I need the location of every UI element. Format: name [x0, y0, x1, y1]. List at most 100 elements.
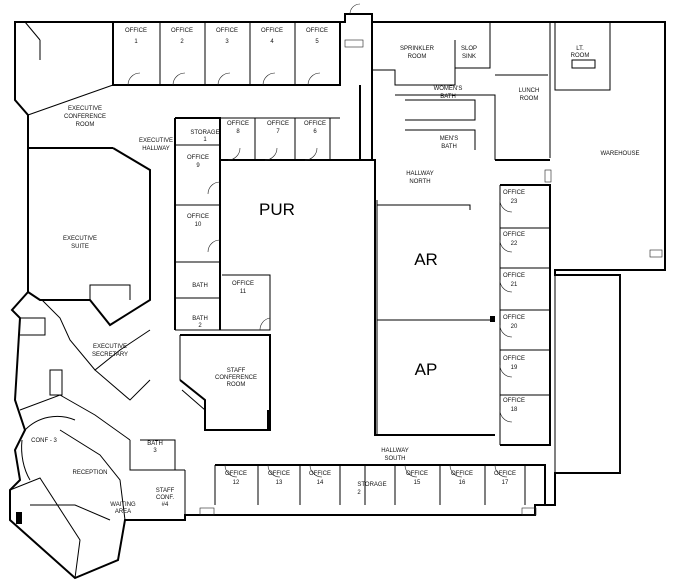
- office-16-number: 16: [459, 480, 466, 486]
- lt-room-label-1: LT.: [576, 46, 584, 52]
- conf-3-label: CONF - 3: [31, 438, 57, 444]
- lunch-room-label-2: ROOM: [520, 96, 539, 102]
- exec-secretary-label-1: EXECUTIVE: [93, 344, 127, 350]
- office-6-label: OFFICE: [304, 121, 326, 127]
- north-core: [371, 21, 611, 161]
- womens-bath-label-1: WOMEN'S: [434, 86, 463, 92]
- exec-hallway-label-1: EXECUTIVE: [139, 138, 173, 144]
- sprinkler-room-label-2: ROOM: [408, 54, 427, 60]
- exec-conf-label-1: EXECUTIVE: [68, 106, 102, 112]
- office-12-number: 12: [233, 480, 240, 486]
- staff-conf-4-label-2: CONF.: [156, 495, 174, 501]
- staff-conf-4-label-3: #4: [162, 502, 169, 508]
- warehouse-label: WAREHOUSE: [600, 151, 639, 157]
- office-11-number: 11: [240, 289, 247, 295]
- storage-1-label: STORAGE: [190, 130, 219, 136]
- exec-suite-label-1: EXECUTIVE: [63, 236, 97, 242]
- exec-conf-label-2: CONFERENCE: [64, 114, 106, 120]
- office-13-number: 13: [276, 480, 283, 486]
- office-21-number: 21: [511, 282, 518, 288]
- storage-2-number: 2: [357, 490, 361, 496]
- staff-conference-label-3: ROOM: [227, 382, 246, 388]
- office-22-number: 22: [511, 241, 518, 247]
- office-2-label: OFFICE: [171, 28, 193, 34]
- office-17-number: 17: [502, 480, 509, 486]
- staff-conf-4-label-1: STAFF: [156, 488, 175, 494]
- south-office-row: [199, 249, 663, 516]
- office-16-label: OFFICE: [451, 471, 473, 477]
- office-10-label: OFFICE: [187, 214, 209, 220]
- central-left-rooms: [174, 85, 361, 431]
- office-9-label: OFFICE: [187, 155, 209, 161]
- slop-sink-label-2: SINK: [462, 54, 476, 60]
- office-18-number: 18: [511, 407, 518, 413]
- office-1-label: OFFICE: [125, 28, 147, 34]
- top-office-row: [112, 22, 364, 86]
- office-11-label: OFFICE: [232, 281, 254, 287]
- office-10-number: 10: [195, 222, 202, 228]
- hallway-south-label-2: SOUTH: [385, 456, 406, 462]
- waiting-area-label-1: WAITING: [110, 502, 136, 508]
- office-8-label: OFFICE: [227, 121, 249, 127]
- pur-label: PUR: [259, 200, 295, 219]
- office-15-number: 15: [414, 480, 421, 486]
- office-21-label: OFFICE: [503, 273, 525, 279]
- office-18-label: OFFICE: [503, 398, 525, 404]
- open-areas: [360, 159, 495, 436]
- office-7-number: 7: [276, 129, 280, 135]
- office-22-label: OFFICE: [503, 232, 525, 238]
- office-14-label: OFFICE: [309, 471, 331, 477]
- office-9-number: 9: [196, 163, 200, 169]
- office-3-label: OFFICE: [216, 28, 238, 34]
- office-5-number: 5: [315, 39, 319, 45]
- bath-2-label: BATH: [192, 316, 208, 322]
- exec-hallway-label-2: HALLWAY: [142, 146, 170, 152]
- hallway-north-label-2: NORTH: [409, 179, 430, 185]
- staff-conference-label-2: CONFERENCE: [215, 375, 257, 381]
- staff-conference-label-1: STAFF: [227, 368, 246, 374]
- exec-secretary-label-2: SECRETARY: [92, 352, 128, 358]
- office-19-number: 19: [511, 365, 518, 371]
- office-12-label: OFFICE: [225, 471, 247, 477]
- office-23-label: OFFICE: [503, 190, 525, 196]
- ap-label: AP: [415, 360, 438, 379]
- office-20-label: OFFICE: [503, 315, 525, 321]
- office-4-number: 4: [270, 39, 274, 45]
- storage-1-number: 1: [203, 137, 207, 143]
- mens-bath-label-1: MEN'S: [440, 136, 458, 142]
- exec-conf-label-3: ROOM: [76, 122, 95, 128]
- office-20-number: 20: [511, 324, 518, 330]
- office-19-label: OFFICE: [503, 356, 525, 362]
- bath-3-label: BATH: [147, 441, 163, 447]
- office-14-number: 14: [317, 480, 324, 486]
- ar-label: AR: [414, 250, 438, 269]
- executive-area: [9, 21, 186, 579]
- east-office-column: [499, 169, 552, 446]
- reception-label: RECEPTION: [72, 470, 107, 476]
- office-1-number: 1: [134, 39, 138, 45]
- office-3-number: 3: [225, 39, 229, 45]
- room-labels: OFFICE 1 OFFICE 2 OFFICE 3 OFFICE 4 OFFI…: [31, 28, 639, 515]
- office-5-label: OFFICE: [306, 28, 328, 34]
- lunch-room-label-1: LUNCH: [519, 88, 540, 94]
- exec-suite-label-2: SUITE: [71, 244, 89, 250]
- office-17-label: OFFICE: [494, 471, 516, 477]
- office-4-label: OFFICE: [261, 28, 283, 34]
- office-7-label: OFFICE: [267, 121, 289, 127]
- slop-sink-label-1: SLOP: [461, 46, 477, 52]
- office-6-number: 6: [313, 129, 317, 135]
- office-13-label: OFFICE: [268, 471, 290, 477]
- building-outline: [9, 13, 666, 580]
- office-2-number: 2: [180, 39, 184, 45]
- office-15-label: OFFICE: [406, 471, 428, 477]
- storage-2-label: STORAGE: [357, 482, 386, 488]
- waiting-area-label-2: AREA: [115, 509, 131, 515]
- lt-room-label-2: ROOM: [571, 53, 590, 59]
- hallway-north-label-1: HALLWAY: [406, 171, 434, 177]
- door-swings: [127, 3, 513, 478]
- bath-1-label: BATH: [192, 283, 208, 289]
- bath-3-number: 3: [153, 448, 157, 454]
- womens-bath-label-2: BATH: [440, 94, 456, 100]
- office-23-number: 23: [511, 199, 518, 205]
